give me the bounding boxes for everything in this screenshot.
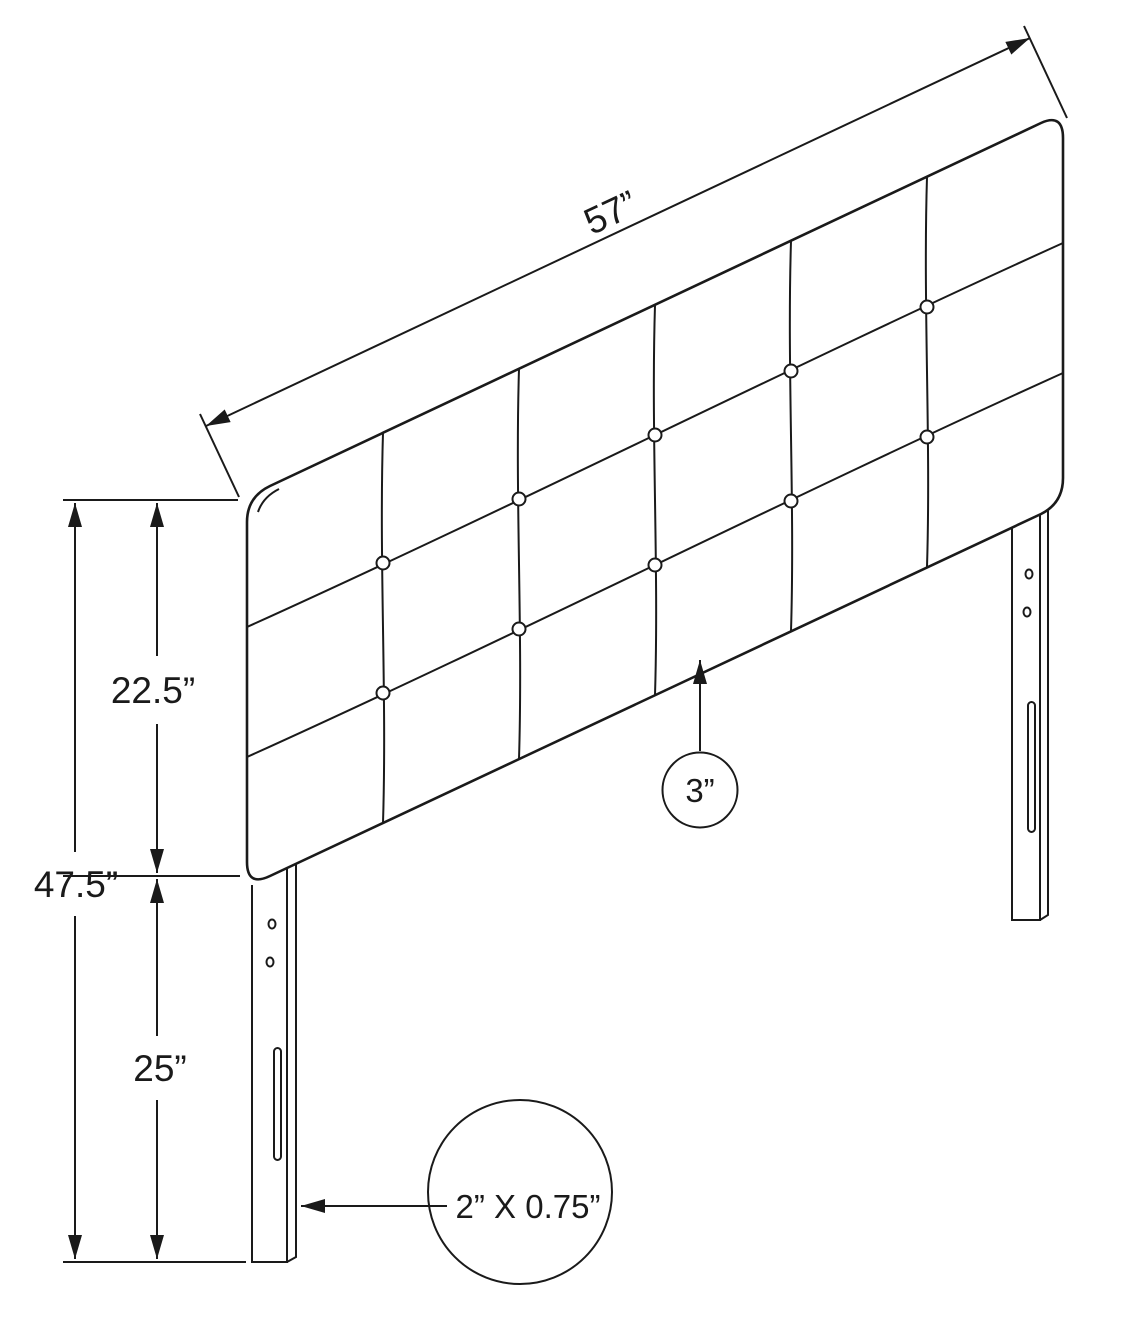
tuft-seams-vertical [380, 176, 930, 824]
thickness-callout: 3” [661, 660, 739, 829]
dimension-width: 57” [199, 25, 1068, 498]
tuft-button [375, 555, 391, 571]
left-leg-side-face [286, 864, 297, 1263]
corner-fold-crease [257, 488, 280, 513]
tuft-seam [516, 368, 522, 760]
tuft-seam [652, 304, 658, 696]
tuft-button [919, 299, 935, 315]
dim-leg-height-label: 25” [133, 1048, 186, 1089]
right-leg-bolt-hole [1024, 568, 1034, 580]
extension-line [199, 413, 240, 498]
extension-line [1023, 25, 1068, 119]
left-leg-adjustment-slot [273, 1047, 282, 1161]
tuft-button [919, 429, 935, 445]
extension-lines-left [63, 499, 246, 1263]
dim-width-label: 57” [578, 183, 644, 243]
tuft-button [647, 427, 663, 443]
tuft-seam [924, 176, 930, 568]
dimension-line-width [205, 37, 1031, 427]
left-leg [251, 864, 297, 1263]
tuft-button [783, 363, 799, 379]
tuft-button [511, 621, 527, 637]
right-leg-side-face [1039, 510, 1049, 921]
leg-callout-circle [427, 1099, 613, 1285]
tuft-button [511, 491, 527, 507]
dim-panel-height-label: 22.5” [111, 670, 195, 711]
leg-cross-section-callout-label: 2” X 0.75” [456, 1188, 601, 1225]
left-leg-bolt-hole [267, 918, 277, 930]
tuft-button [375, 685, 391, 701]
headboard-panel [245, 118, 1065, 881]
left-leg-bolt-hole [265, 956, 275, 968]
thickness-callout-label: 3” [685, 772, 714, 809]
thickness-callout-circle [661, 751, 739, 829]
leg-cross-section-callout: 2” X 0.75” [301, 1099, 613, 1285]
right-leg-bolt-hole [1022, 606, 1032, 618]
right-leg [1011, 510, 1049, 921]
tuft-seam [380, 432, 386, 824]
tuft-button [647, 557, 663, 573]
right-leg-front-face [1011, 514, 1041, 921]
tuft-seam [788, 240, 794, 632]
right-leg-adjustment-slot [1027, 701, 1036, 833]
dim-total-height-label: 47.5” [34, 864, 118, 905]
left-leg-front-face [251, 869, 288, 1263]
dimension-leg-height: 25” [133, 879, 187, 1259]
dimension-panel-height: 22.5” [111, 503, 195, 873]
tuft-button [783, 493, 799, 509]
dimension-total-height: 47.5” [34, 503, 118, 1259]
